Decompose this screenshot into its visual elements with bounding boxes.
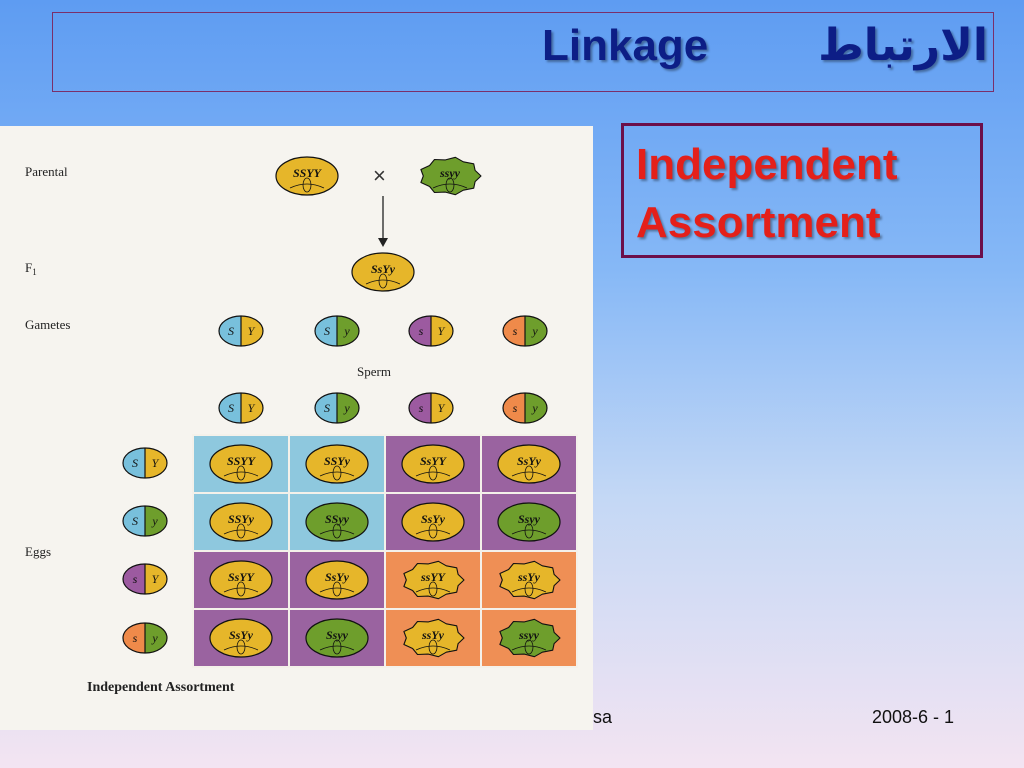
egg-4-y: y [151,631,158,645]
f1-seed-label: SsYy [371,262,396,276]
gamete-3-s: s [419,324,424,338]
punnett-seed-1-4: SsYy [497,444,561,484]
punnett-seed-2-2-label: SSyy [325,512,350,526]
punnett-seed-2-4-label: Ssyy [518,512,541,526]
sperm-1-y: Y [248,401,256,415]
parent-seed-1-label: SSYY [293,166,323,180]
punnett-seed-3-3-label: ssYY [420,570,447,584]
punnett-seed-2-4: Ssyy [497,502,561,542]
egg-4-s: s [133,631,138,645]
cross-arrowhead [378,238,388,247]
footer-date: 2008-6 - 1 [872,707,955,727]
punnett-seed-3-1-label: SsYY [228,570,256,584]
punnett-seed-1-3-label: SsYY [420,454,448,468]
punnett-seed-4-3-label: ssYy [421,628,445,642]
punnett-square-figure: Parental F1 Gametes Sperm Eggs Independe… [0,126,593,730]
label-sperm: Sperm [357,364,391,379]
punnett-seed-3-2-label: SsYy [325,570,350,584]
punnett-seed-3-4-label: ssYy [517,570,541,584]
egg-3-s: s [133,572,138,586]
punnett-seed-1-1: SSYY [209,444,273,484]
sperm-4-s: s [513,401,518,415]
punnett-seed-4-1: SsYy [209,618,273,658]
gamete-1-s: S [228,324,234,338]
punnett-seed-3-1: SsYY [209,560,273,600]
punnett-seed-4-4-label: ssyy [518,628,540,642]
label-f1: F1 [25,260,37,277]
punnett-seed-4-1-label: SsYy [229,628,254,642]
punnett-seed-1-2-label: SSYy [324,454,351,468]
punnett-seed-3-3: ssYY [403,560,465,600]
parent-seed-2: ssyy [420,156,482,196]
punnett-diagram: Parental F1 Gametes Sperm Eggs Independe… [25,156,578,695]
gamete-2-y: y [343,324,350,338]
sperm-2-y: y [343,401,350,415]
punnett-seed-4-4: ssyy [499,618,561,658]
gamete-2-s: S [324,324,330,338]
parent-seed-1: SSYY [275,156,339,196]
gamete-4-y: y [531,324,538,338]
punnett-seed-2-1: SSYy [209,502,273,542]
sperm-1-s: S [228,401,234,415]
f1-seed: SsYy [351,252,415,292]
gamete-4-s: s [513,324,518,338]
cross-symbol: × [373,163,386,188]
punnett-cell-3-4 [480,550,578,610]
sperm-3-s: s [419,401,424,415]
label-eggs: Eggs [25,544,51,559]
egg-2-y: y [151,514,158,528]
punnett-seed-1-3: SsYY [401,444,465,484]
label-gametes: Gametes [25,317,70,332]
punnett-seed-2-1-label: SSYy [228,512,255,526]
egg-3-y: Y [152,572,160,586]
punnett-seed-2-3-label: SsYy [421,512,446,526]
egg-2-s: S [132,514,138,528]
gamete-1-y: Y [248,324,256,338]
egg-1-s: S [132,456,138,470]
subtitle-line-2: Assortment [636,198,881,247]
sperm-2-s: S [324,401,330,415]
figure-caption: Independent Assortment [87,680,235,695]
sperm-3-y: Y [438,401,446,415]
punnett-seed-3-2: SsYy [305,560,369,600]
punnett-seed-1-4-label: SsYy [517,454,542,468]
subtitle-box: Independent Assortment [621,123,983,258]
footer-author: sa [593,707,613,727]
title-box [52,12,994,92]
punnett-seed-1-2: SSYy [305,444,369,484]
slide-title: Linkage [542,21,709,70]
label-parental: Parental [25,164,68,179]
punnett-seed-4-2: Ssyy [305,618,369,658]
punnett-seed-1-1-label: SSYY [227,454,257,468]
gamete-3-y: Y [438,324,446,338]
punnett-seed-4-2-label: Ssyy [326,628,349,642]
sperm-4-y: y [531,401,538,415]
punnett-seed-4-3: ssYy [403,618,465,658]
punnett-seed-2-3: SsYy [401,502,465,542]
egg-1-y: Y [152,456,160,470]
parent-seed-2-label: ssyy [439,166,461,180]
punnett-seed-3-4: ssYy [499,560,561,600]
punnett-seed-2-2: SSyy [305,502,369,542]
subtitle-line-1: Independent [636,140,898,189]
slide-title-arabic: الارتباط [818,20,988,71]
